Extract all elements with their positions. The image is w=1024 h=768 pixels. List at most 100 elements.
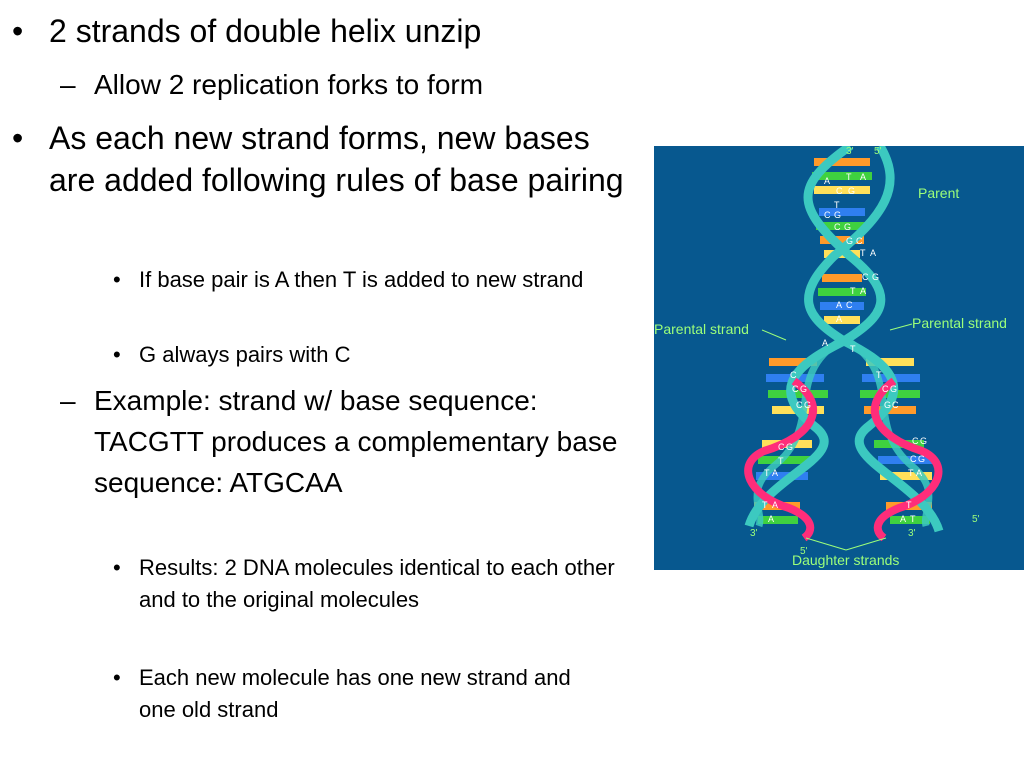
bullet-new-bases: • As each new strand forms, new bases ar…	[12, 117, 632, 201]
parental-strand-label-right: Parental strand	[912, 315, 1007, 331]
base-letter: G	[844, 222, 851, 232]
base-pair	[824, 316, 860, 324]
base-pair	[820, 236, 864, 244]
sub-bullet-g-c: • G always pairs with C	[113, 339, 643, 371]
base-letter: G	[872, 272, 879, 282]
base-letter: T	[876, 370, 882, 380]
sub-bullet-results: • Results: 2 DNA molecules identical to …	[113, 552, 623, 616]
end-label-5-prime: 5'	[874, 146, 882, 157]
base-letter: C	[856, 236, 863, 246]
sub-bullet-forks: – Allow 2 replication forks to form	[60, 64, 620, 105]
base-letter: G	[804, 400, 811, 410]
sub-bullet-example: – Example: strand w/ base sequence: TACG…	[60, 380, 645, 503]
base-letter: G	[848, 186, 855, 196]
leader-line	[845, 537, 887, 551]
bullet-unzip: • 2 strands of double helix unzip	[12, 10, 622, 52]
bullet-text: Each new molecule has one new strand and…	[139, 665, 571, 722]
bullet-marker: •	[113, 342, 121, 367]
daughter-strand-right	[871, 377, 943, 542]
base-letter: A	[860, 286, 866, 296]
bullet-text: If base pair is A then T is added to new…	[139, 267, 584, 292]
base-letter: C	[910, 454, 917, 464]
base-letter: T	[860, 248, 866, 258]
base-letter: A	[870, 248, 876, 258]
base-pair	[768, 390, 828, 398]
bullet-marker: •	[113, 555, 121, 580]
dna-replication-diagram: T A C G A T C G C G G C T A C G T A A C …	[654, 146, 1024, 570]
bullet-marker: •	[113, 267, 121, 292]
dna-replication-illustration: T A C G A T C G C G G C T A C G T A A C …	[654, 146, 1007, 568]
base-letter: G	[884, 400, 891, 410]
base-letter: C	[836, 186, 843, 196]
base-pair	[758, 516, 798, 524]
base-letter: A	[836, 314, 842, 324]
end-label-3-prime: 3'	[846, 146, 854, 157]
parental-strand-left-lower	[753, 338, 842, 528]
base-letter: T	[764, 468, 770, 478]
end-label-3-prime: 3'	[750, 528, 758, 539]
base-letter: C	[912, 436, 919, 446]
daughter-strands-label: Daughter strands	[792, 552, 899, 568]
base-letter: T	[906, 500, 912, 510]
bullet-marker: •	[113, 665, 121, 690]
base-letter: C	[882, 384, 889, 394]
base-pair	[818, 288, 866, 296]
base-letter: A	[824, 176, 830, 186]
base-letter: T	[910, 514, 916, 524]
daughter-strand-left	[744, 377, 817, 542]
sub-bullet-new-molecule: • Each new molecule has one new strand a…	[113, 662, 593, 726]
base-letter: A	[860, 172, 866, 182]
base-letter: G	[846, 236, 853, 246]
base-pair	[814, 158, 870, 166]
base-pair	[819, 208, 865, 216]
base-letter: C	[846, 300, 853, 310]
base-letter: C	[892, 400, 899, 410]
base-letter: A	[772, 468, 778, 478]
base-letter: G	[920, 436, 927, 446]
base-pair	[756, 472, 808, 480]
base-letter: G	[890, 384, 897, 394]
base-letter: A	[772, 500, 778, 510]
base-letter: C	[862, 272, 869, 282]
bullet-marker: •	[12, 120, 24, 156]
bullet-text: Results: 2 DNA molecules identical to ea…	[139, 555, 615, 612]
bullet-text: Allow 2 replication forks to form	[94, 69, 484, 100]
bullet-text: Example: strand w/ base sequence: TACGTT…	[94, 385, 618, 498]
bullet-text: As each new strand forms, new bases are …	[49, 120, 624, 198]
base-letter: T	[778, 456, 784, 466]
base-pair	[820, 302, 864, 310]
base-letter: G	[800, 384, 807, 394]
base-letter: C	[778, 442, 785, 452]
bullet-text: G always pairs with C	[139, 342, 351, 367]
parental-strand-right-lower	[846, 338, 933, 527]
dash-marker: –	[60, 69, 76, 100]
end-label-5-prime: 5'	[972, 514, 980, 525]
base-letter: G	[918, 454, 925, 464]
leader-line	[805, 537, 847, 551]
base-pair	[880, 472, 932, 480]
leader-line	[761, 329, 787, 341]
parental-strand-label-left: Parental strand	[654, 321, 749, 337]
base-letter: A	[836, 300, 842, 310]
base-letter: A	[916, 468, 922, 478]
base-pair	[769, 358, 817, 366]
base-letter: C	[792, 384, 799, 394]
base-pair	[816, 222, 868, 230]
base-letter: C	[834, 222, 841, 232]
parent-label: Parent	[918, 185, 959, 201]
bullet-text: 2 strands of double helix unzip	[49, 13, 482, 49]
base-pair	[814, 186, 870, 194]
leader-line	[889, 323, 913, 331]
base-letter: A	[768, 514, 774, 524]
base-letter: C	[790, 370, 797, 380]
base-letter: C	[824, 210, 831, 220]
base-pair	[890, 516, 930, 524]
end-label-5-prime: 5'	[800, 546, 808, 557]
base-pair	[822, 274, 862, 282]
base-pair	[812, 172, 872, 180]
base-letter: T	[834, 200, 840, 210]
sub-bullet-a-t: • If base pair is A then T is added to n…	[113, 264, 643, 296]
base-letter: T	[762, 500, 768, 510]
base-pair	[758, 456, 814, 464]
base-letter: C	[796, 400, 803, 410]
